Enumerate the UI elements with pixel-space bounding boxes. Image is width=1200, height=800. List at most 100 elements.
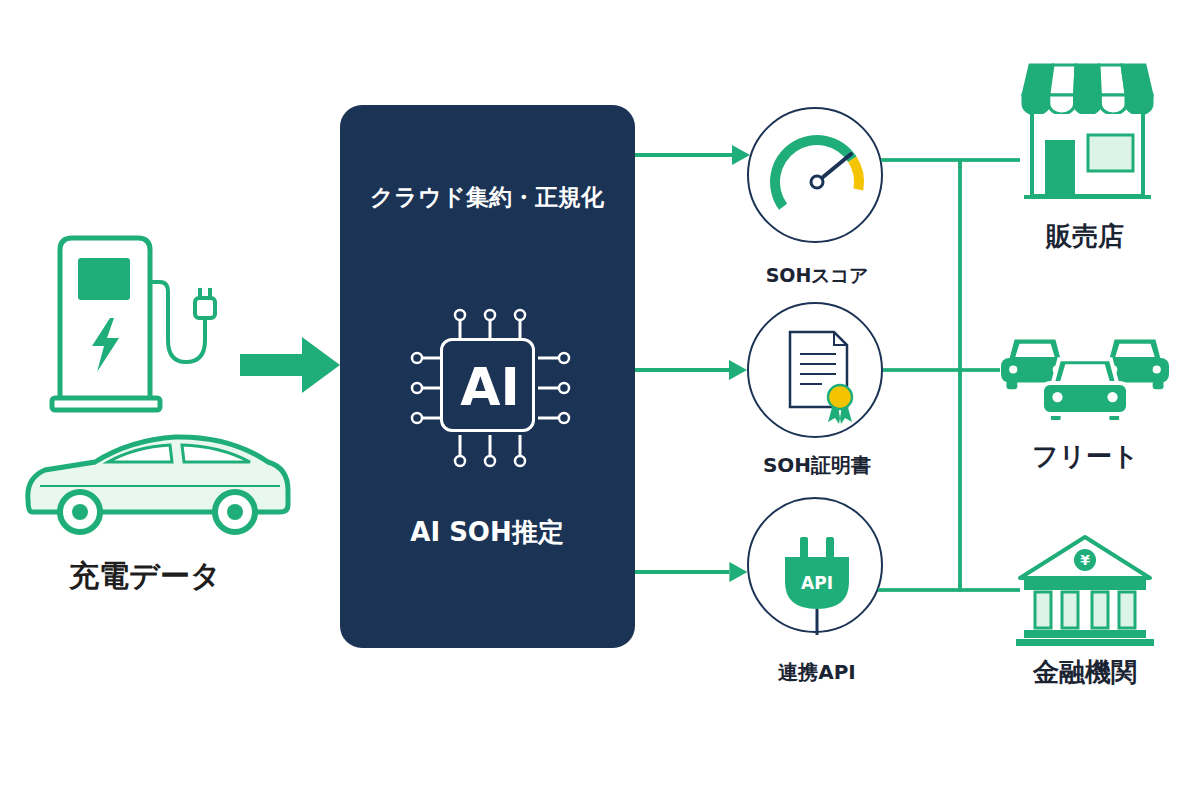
distribution-line	[878, 370, 1000, 590]
shop-icon: 販売店	[1020, 62, 1150, 202]
distribution-line	[883, 160, 1020, 370]
car-hub	[72, 504, 88, 520]
car-headlight	[1009, 365, 1017, 373]
chip-pin-end	[485, 310, 495, 320]
gauge-arc	[770, 135, 857, 210]
ai-chip: AI	[440, 338, 535, 432]
car-window	[182, 445, 250, 462]
charger-base	[52, 398, 160, 410]
car-windshield	[1060, 364, 1110, 382]
gauge-arc-warning	[848, 157, 864, 191]
flow-arrow	[635, 368, 729, 372]
output-circle: API連携API	[747, 497, 883, 633]
node-label: 販売店	[925, 220, 1200, 254]
document-lines	[800, 354, 836, 384]
node-label: フリート	[925, 440, 1200, 474]
bank-base	[1016, 639, 1154, 646]
fleet-icon: フリート	[1000, 325, 1170, 425]
plug-prong	[826, 537, 834, 559]
bank-column	[1092, 592, 1108, 628]
awning-scallop	[1075, 95, 1101, 114]
cloud-ai-box: クラウド集約・正規化AI SOH推定AI	[340, 105, 635, 648]
distribution-line	[878, 160, 1020, 590]
car-wheel	[60, 492, 100, 532]
plug-cord	[816, 609, 819, 635]
plug-prongs	[200, 288, 210, 298]
awning-stripe	[1122, 65, 1152, 95]
car-windshield	[1015, 344, 1054, 357]
car-body	[1042, 383, 1128, 414]
node-illustration	[20, 230, 240, 600]
node-label: SOHスコア	[657, 263, 977, 288]
distribution-line	[881, 160, 1020, 590]
illustration-group	[1023, 65, 1152, 197]
node-illustration	[1020, 535, 1150, 645]
car-headlight	[1153, 365, 1161, 373]
awning-stripe	[1075, 65, 1101, 95]
car-wheel	[215, 492, 255, 532]
bank-base	[1024, 630, 1146, 638]
node-label: 連携API	[657, 659, 977, 685]
car-hub	[227, 504, 243, 520]
shop-ground	[1024, 195, 1151, 199]
charger-body	[60, 238, 150, 405]
document-fold	[834, 332, 847, 345]
node-label: 金融機関	[925, 656, 1200, 690]
shop-window	[1088, 135, 1133, 171]
node-illustration	[1020, 62, 1150, 202]
shop-door	[1045, 140, 1075, 196]
illustration-group	[790, 332, 852, 424]
car-headlight	[1107, 392, 1117, 402]
lightning-bolt	[92, 318, 119, 372]
chip-pin-end	[455, 456, 465, 466]
node-label: SOH証明書	[657, 452, 977, 478]
chip-pin-end	[455, 310, 465, 320]
bank-column	[1062, 592, 1078, 628]
car-window	[108, 445, 172, 462]
awning-scallop	[1023, 95, 1049, 114]
output-circle: SOHスコア	[747, 107, 883, 243]
flow-arrow	[635, 570, 729, 574]
output-circle: SOH証明書	[747, 302, 883, 438]
badge-seal	[828, 385, 852, 409]
flow-arrow	[635, 153, 732, 157]
chip-pin-end	[515, 310, 525, 320]
illustration-group	[28, 238, 288, 532]
bank-column	[1035, 592, 1051, 628]
awning-scallop	[1100, 95, 1126, 114]
chip-pin-end	[412, 383, 422, 393]
charger-hose	[150, 282, 205, 362]
illustration-group	[770, 135, 864, 210]
bank-lintel	[1024, 580, 1146, 590]
chip-pin-end	[412, 413, 422, 423]
chip-pin-end	[559, 353, 569, 363]
plug-prong	[800, 537, 808, 559]
car-trim	[40, 485, 280, 487]
illustration-group	[1001, 340, 1169, 422]
node-illustration	[1000, 325, 1170, 425]
chip-pin-end	[412, 353, 422, 363]
gauge-hub	[811, 176, 823, 188]
distribution-line	[878, 589, 1020, 592]
bank-column	[1119, 592, 1135, 628]
distribution-line	[883, 369, 1000, 372]
car-cabin	[1009, 340, 1061, 360]
plug-head	[195, 298, 215, 318]
chip-pin-end	[485, 456, 495, 466]
node-label: 充電データ	[0, 556, 305, 595]
node-label: ¥	[925, 551, 1200, 569]
node-illustration	[749, 109, 885, 245]
node-label: クラウド集約・正規化	[327, 183, 647, 213]
car-front	[1042, 359, 1128, 422]
awning-stripe	[1049, 65, 1076, 95]
awning-scallop	[1126, 95, 1152, 114]
node-label: API	[657, 572, 977, 594]
chip-pin-end	[515, 456, 525, 466]
chip-pin-end	[559, 413, 569, 423]
charger-screen	[78, 258, 130, 300]
shop-walls	[1032, 114, 1143, 196]
bank-icon: ¥金融機関	[1020, 535, 1150, 645]
car-windshield	[1115, 344, 1154, 357]
